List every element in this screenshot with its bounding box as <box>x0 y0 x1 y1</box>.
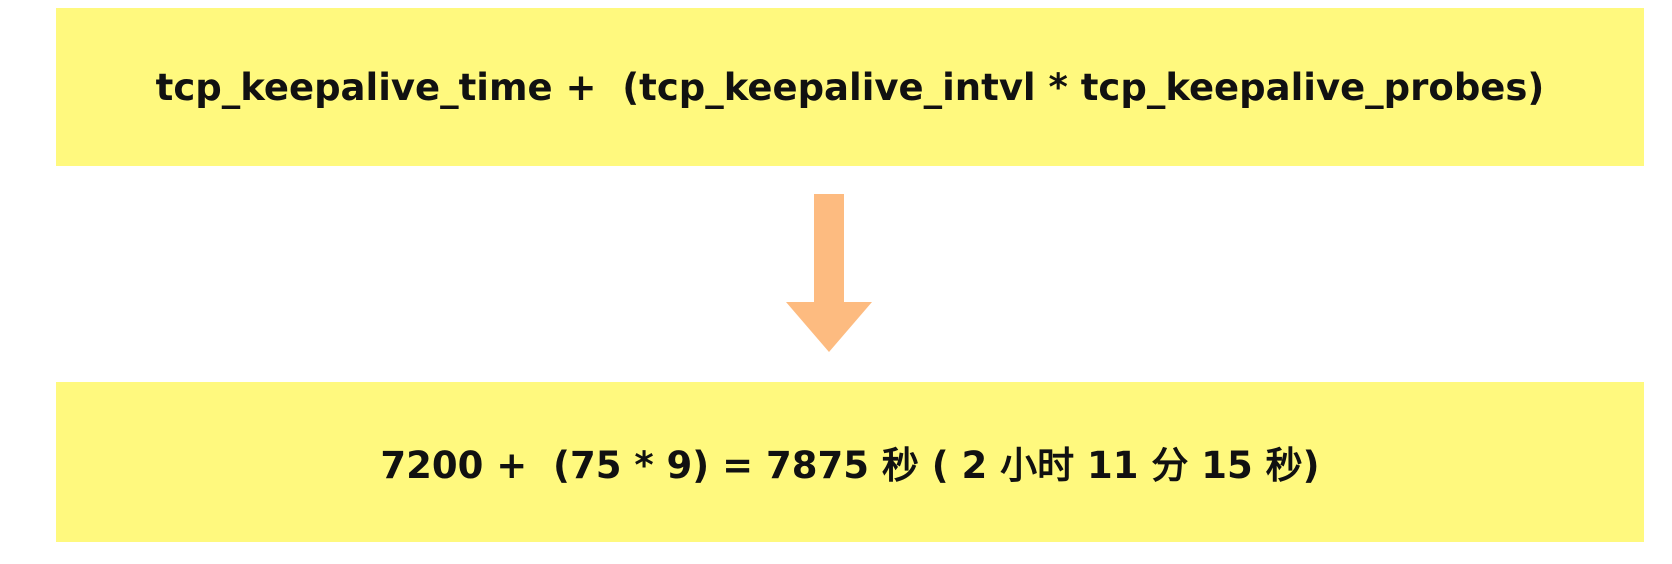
formula-box: tcp_keepalive_time + (tcp_keepalive_intv… <box>56 8 1644 166</box>
result-box: 7200 + (75 * 9) = 7875 秒 ( 2 小时 11 分 15 … <box>56 382 1644 542</box>
result-text: 7200 + (75 * 9) = 7875 秒 ( 2 小时 11 分 15 … <box>380 444 1320 487</box>
formula-text: tcp_keepalive_time + (tcp_keepalive_intv… <box>155 65 1545 109</box>
down-arrow-icon <box>786 194 872 352</box>
